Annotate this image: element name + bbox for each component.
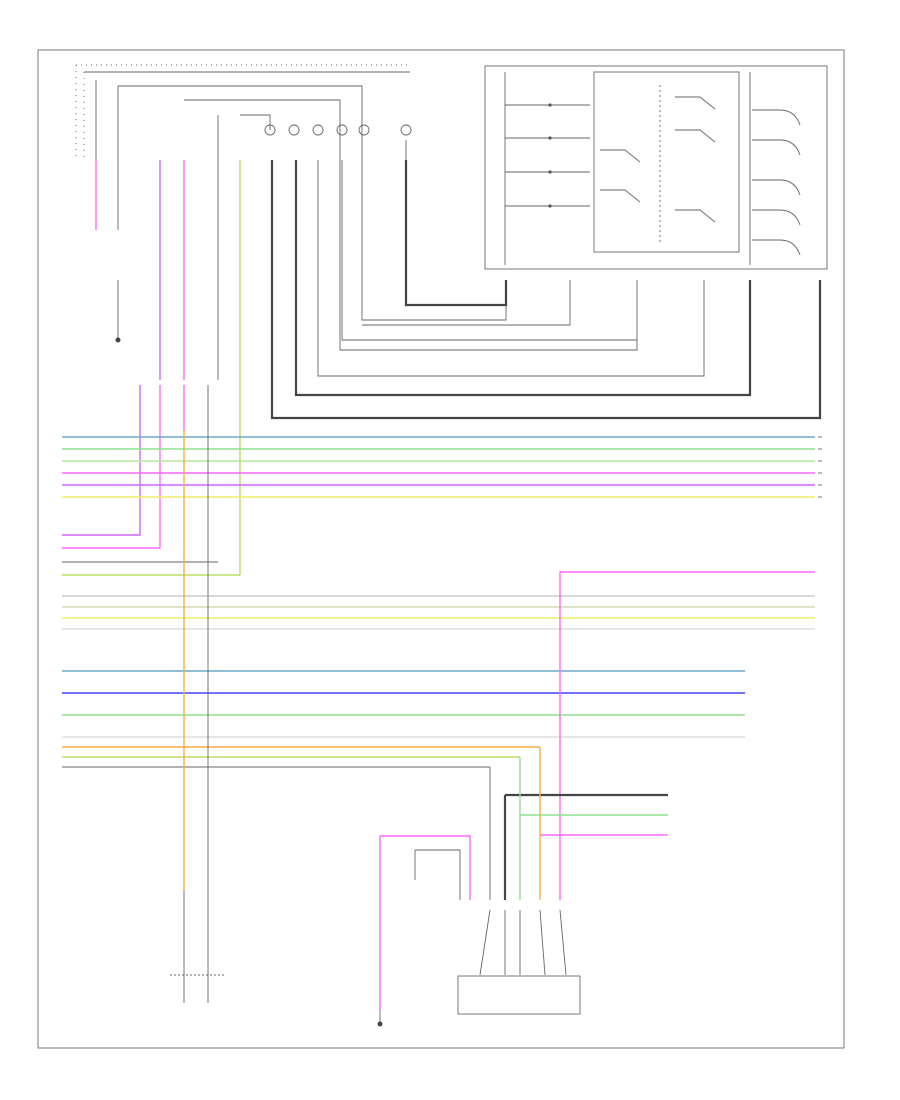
upper-vertical-wires [95,80,638,575]
right-pink-drop [559,571,815,900]
mid-left-connector-drops [62,385,240,576]
top-connector-row [75,64,410,160]
main-bus-lines [62,436,815,768]
splice-circles [264,124,412,136]
fuse-block-relay-module [484,65,828,270]
module-return-wires [270,140,822,420]
relay-switches-center [600,85,716,245]
seat-module-harness [379,747,668,1010]
relay-switches-right [752,109,801,256]
passenger-seat-module [170,890,225,1003]
relay-column-left [505,103,590,208]
ground-point-left [115,280,121,343]
bus-end-ticks [818,436,822,498]
diagram-frame [37,49,845,1049]
seat-control-module [457,975,581,1015]
passenger-seat-wires [183,430,209,890]
ground-point-bottom [377,1010,383,1027]
